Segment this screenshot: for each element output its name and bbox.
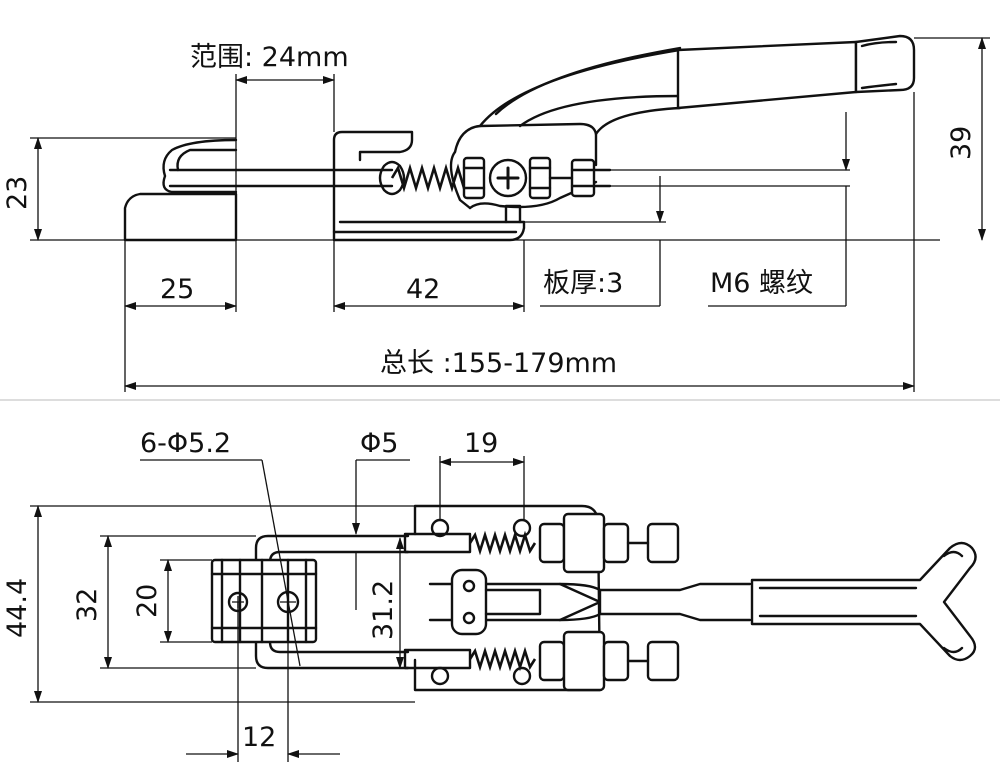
spring-side <box>378 160 472 196</box>
width-25-label: 25 <box>160 274 194 305</box>
handle-grip-side <box>676 34 916 110</box>
u-bolt-rod-side <box>168 168 394 188</box>
holes-dimension: 6-Φ5.2 <box>140 428 301 667</box>
total-length-label: 总长 :155-179mm <box>380 348 617 379</box>
range-label: 范围: 24mm <box>190 42 349 73</box>
height-32-label: 32 <box>72 588 103 622</box>
linkage-top <box>428 568 752 636</box>
height-44-4-dimension: 44.4 <box>2 505 415 703</box>
springs-top <box>468 530 537 672</box>
height-23-label: 23 <box>2 176 33 210</box>
width-42-dimension: 42 <box>333 240 525 312</box>
width-12-dimension: 12 <box>186 602 340 762</box>
width-25-dimension: 25 <box>124 240 237 392</box>
adjust-nuts-side <box>462 156 612 200</box>
thread-label: M6 螺纹 <box>710 268 813 299</box>
height-20-label: 20 <box>132 584 163 618</box>
nuts-top <box>538 512 680 692</box>
plate-thickness-label: 板厚:3 <box>543 268 623 299</box>
height-31-2-label: 31.2 <box>368 580 399 640</box>
handle-grip-top <box>750 541 977 662</box>
holes-label: 6-Φ5.2 <box>140 428 231 459</box>
height-23-dimension: 23 <box>2 137 940 241</box>
side-view: 范围: 24mm 23 39 25 42 <box>2 34 990 392</box>
height-20-dimension: 20 <box>132 559 212 643</box>
height-39-label: 39 <box>946 126 977 160</box>
thread-dimension: M6 螺纹 <box>708 112 850 307</box>
range-dimension: 范围: 24mm <box>190 42 349 240</box>
pin-label: Φ5 <box>360 428 398 459</box>
total-length-dimension: 总长 :155-179mm <box>124 92 915 392</box>
top-view: 6-Φ5.2 Φ5 19 44.4 32 <box>2 428 977 762</box>
plate-thickness-dimension: 板厚:3 <box>524 176 666 307</box>
pin-dimension: Φ5 <box>352 428 410 610</box>
width-19-label: 19 <box>464 428 498 459</box>
height-39-dimension: 39 <box>914 37 990 241</box>
catch-plate-side <box>123 138 238 242</box>
catch-plate-top <box>210 558 318 644</box>
width-12-label: 12 <box>242 722 276 753</box>
width-19-dimension: 19 <box>439 428 525 520</box>
height-31-2-dimension: 31.2 <box>368 537 404 669</box>
width-42-label: 42 <box>406 274 440 305</box>
height-32-dimension: 32 <box>72 535 256 669</box>
handle-arm-side <box>478 46 682 136</box>
clamp-body-side <box>449 122 598 210</box>
pivot-pin-side <box>488 158 528 198</box>
height-44-4-label: 44.4 <box>2 578 33 638</box>
